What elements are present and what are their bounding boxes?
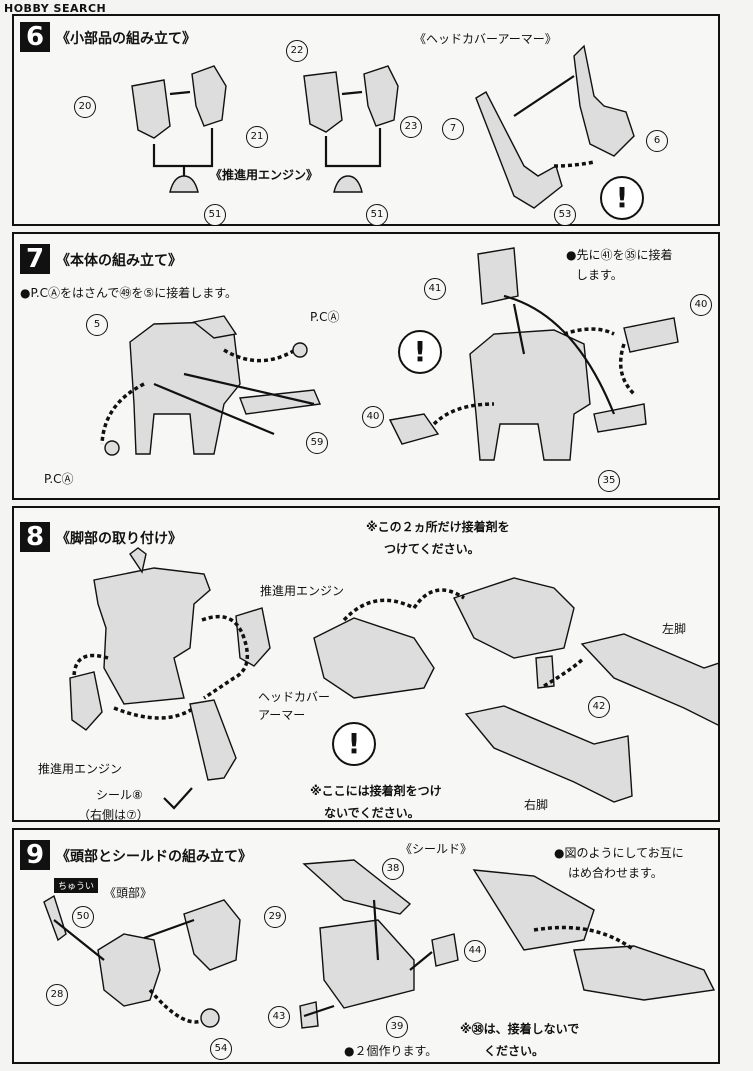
part-callout: 21 <box>246 126 268 148</box>
step-number: 6 <box>20 22 50 52</box>
step-9-panel: 9 《頭部とシールドの組み立て》 《シールド》 《頭部》 ●図のようにしてお互に… <box>12 828 720 1064</box>
left-leg-label: 左脚 <box>662 622 687 636</box>
pc-label: P.CⒶ <box>310 310 340 324</box>
seal-right-label: （右側は⑦） <box>78 808 149 822</box>
part-callout: 53 <box>554 204 576 226</box>
step-number: 7 <box>20 244 50 274</box>
make-two-note: ●２個作ります。 <box>344 1044 438 1058</box>
step-title: 《本体の組み立て》 <box>56 253 182 269</box>
step-title: 《頭部とシールドの組み立て》 <box>56 849 252 865</box>
step-number: 8 <box>20 522 50 552</box>
caution-icon: ! <box>398 330 442 374</box>
step-6-illustration <box>131 44 635 209</box>
fit-note-1: ●図のようにしてお互に <box>554 846 684 860</box>
first-note-line-1: ●先に㊶を㉟に接着 <box>566 248 673 262</box>
part-callout: 40 <box>362 406 384 428</box>
part-callout: 59 <box>306 432 328 454</box>
no-glue-note-2: ないでください。 <box>324 806 420 820</box>
engine-label: 推進用エンジン <box>38 762 123 776</box>
step-title: 《小部品の組み立て》 <box>56 31 196 47</box>
part-callout: 20 <box>74 96 96 118</box>
step-8-panel: 8 《脚部の取り付け》 ※この２ヵ所だけ接着剤を つけてください。 推進用エンジ… <box>12 506 720 822</box>
part-callout: 39 <box>386 1016 408 1038</box>
pc-label: P.CⒶ <box>44 472 74 486</box>
engine-label: 推進用エンジン <box>260 584 345 598</box>
part-callout: 23 <box>400 116 422 138</box>
glue-only-note-2: つけてください。 <box>384 542 480 556</box>
part-callout: 50 <box>72 906 94 928</box>
head-cover-label: 《ヘッドカバーアーマー》 <box>414 32 557 46</box>
step-7-panel: 7 《本体の組み立て》 ●P.CⒶをはさんで㊾を⑤に接着します。 ●先に㊶を㉟に… <box>12 232 720 500</box>
no-glue-note-1: ※ここには接着剤をつけ <box>310 784 442 798</box>
right-leg-label: 右脚 <box>524 798 549 812</box>
pc-note: ●P.CⒶをはさんで㊾を⑤に接着します。 <box>20 286 237 300</box>
step-6-panel: 6 《小部品の組み立て》 《ヘッドカバーアーマー》 《推進用エンジン》 20 2… <box>12 14 720 226</box>
caution-tag: ちゅうい <box>54 878 99 893</box>
part-callout: 51 <box>204 204 226 226</box>
engine-label: 《推進用エンジン》 <box>210 168 319 182</box>
caution-icon: ! <box>600 176 644 220</box>
head-cover-label-2: アーマー <box>258 708 306 722</box>
no-glue-38-note-2: ください。 <box>484 1044 545 1058</box>
part-callout: 28 <box>46 984 68 1006</box>
part-callout: 22 <box>286 40 308 62</box>
part-callout: 40 <box>690 294 712 316</box>
part-callout: 5 <box>86 314 108 336</box>
part-callout: 35 <box>598 470 620 492</box>
part-callout: 44 <box>464 940 486 962</box>
part-callout: 29 <box>264 906 286 928</box>
part-callout: 7 <box>442 118 464 140</box>
part-callout: 38 <box>382 858 404 880</box>
part-callout: 42 <box>588 696 610 718</box>
first-note-line-2: します。 <box>576 268 623 282</box>
part-callout: 54 <box>210 1038 232 1060</box>
shield-label: 《シールド》 <box>400 842 473 856</box>
seal-label: シール⑧ <box>96 788 143 802</box>
no-glue-38-note-1: ※㊳は、接着しないで <box>460 1022 580 1036</box>
step-title: 《脚部の取り付け》 <box>56 531 182 547</box>
step-number: 9 <box>20 840 50 870</box>
part-callout: 41 <box>424 278 446 300</box>
caution-icon: ! <box>332 722 376 766</box>
part-callout: 6 <box>646 130 668 152</box>
part-callout: 51 <box>366 204 388 226</box>
head-cover-label-1: ヘッドカバー <box>258 690 331 704</box>
part-callout: 43 <box>268 1006 290 1028</box>
step-9-illustration <box>43 859 716 1029</box>
step-7-illustration <box>100 247 679 461</box>
step-8-illustration <box>69 547 718 810</box>
head-label: 《頭部》 <box>104 886 153 900</box>
watermark: HOBBY SEARCH <box>4 2 107 15</box>
glue-only-note-1: ※この２ヵ所だけ接着剤を <box>366 520 510 534</box>
fit-note-2: はめ合わせます。 <box>568 866 663 880</box>
